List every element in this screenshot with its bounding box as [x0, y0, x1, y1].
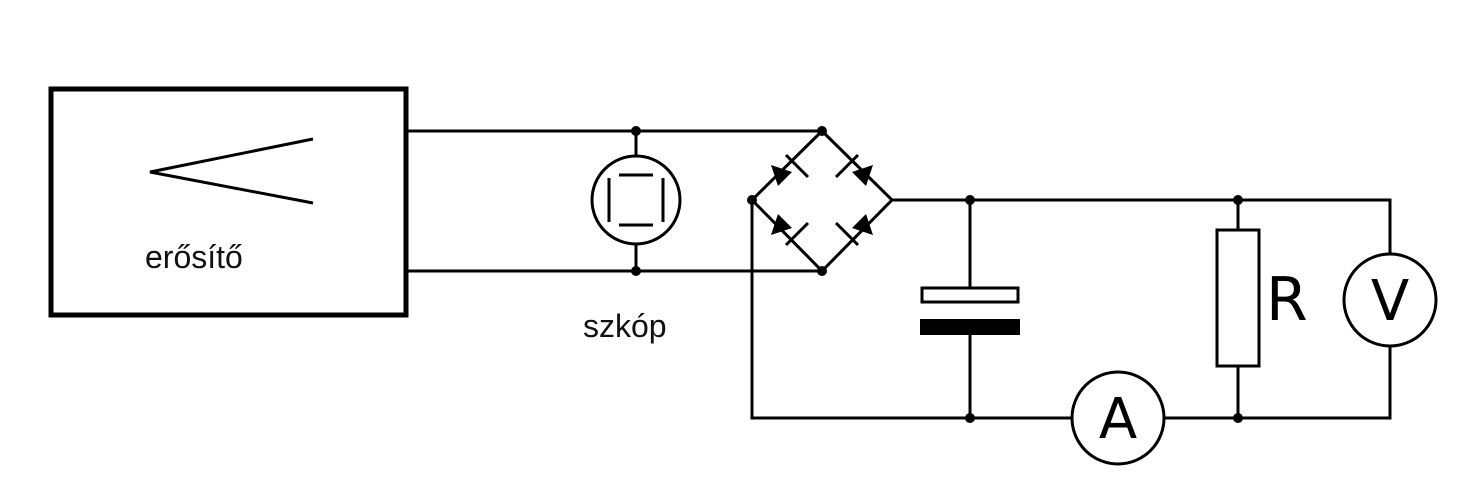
amplifier-label: erősítő: [145, 239, 243, 275]
ammeter-label: A: [1099, 387, 1137, 452]
junction-dot: [1233, 195, 1243, 205]
diode-d1-bar: [784, 153, 810, 179]
capacitor-plate-negative: [920, 319, 1020, 335]
junction-dot: [817, 266, 827, 276]
oscilloscope: szkóp: [583, 126, 682, 344]
bridge-outline: [749, 128, 895, 274]
ammeter: A: [1070, 370, 1166, 466]
scope-circle: [590, 154, 682, 246]
diode-d3-bar: [784, 221, 810, 247]
diode-d2: [852, 165, 873, 186]
junction-dot: [631, 126, 641, 136]
voltmeter-label: V: [1371, 269, 1409, 334]
junction-dot: [631, 266, 641, 276]
diode-bridge: [747, 126, 895, 276]
junction-dot: [965, 413, 975, 423]
diode-d2-bar: [834, 153, 860, 179]
resistor-body: [1215, 228, 1261, 368]
diode-d1: [771, 165, 792, 186]
ammeter-circle: [1070, 370, 1166, 466]
voltmeter-circle: [1342, 252, 1438, 348]
diode-d4: [852, 214, 873, 235]
junction-dot: [1233, 413, 1243, 423]
diode-d4-bar: [834, 221, 860, 247]
amplifier: erősítő: [48, 86, 409, 318]
junction-dot: [965, 195, 975, 205]
amplifier-box: [48, 86, 409, 318]
diode-d3: [771, 214, 792, 235]
capacitor-plate-positive: [920, 286, 1020, 304]
capacitor: [920, 195, 1020, 423]
amplifier-symbol: [149, 137, 314, 205]
resistor-label: R: [1266, 265, 1308, 335]
voltmeter: V: [1342, 252, 1438, 348]
junction-dot: [817, 126, 827, 136]
resistor: R: [1215, 195, 1308, 423]
scope-label: szkóp: [583, 308, 667, 344]
